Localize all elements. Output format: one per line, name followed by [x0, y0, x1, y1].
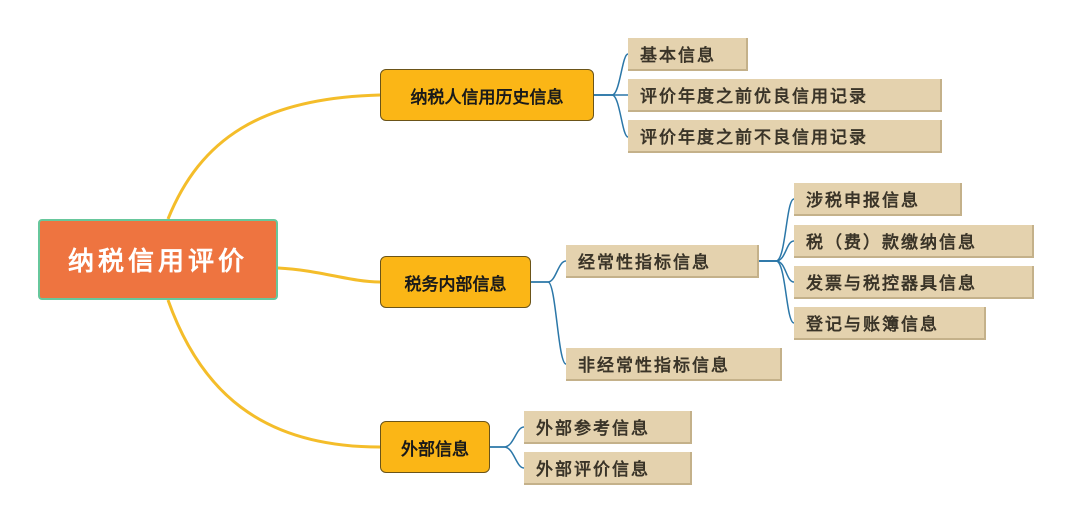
connector-b1-leaf-1: [594, 53, 629, 96]
branch-external-info: 外部信息: [380, 421, 490, 473]
sub-regular-indicators: 经常性指标信息: [566, 245, 759, 278]
sub-irregular-indicators: 非经常性指标信息: [566, 348, 782, 381]
leaf-external-reference-info: 外部参考信息: [524, 411, 692, 444]
connector-sub-leaf-4: [759, 260, 795, 324]
leaf-good-credit-record: 评价年度之前优良信用记录: [628, 79, 942, 112]
connector-root-branch-2: [277, 266, 381, 284]
leaf-registration-ledger-info: 登记与账簿信息: [794, 307, 986, 340]
branch-taxpayer-credit-history: 纳税人信用历史信息: [380, 69, 594, 121]
root-node: 纳税信用评价: [38, 219, 278, 300]
connector-b1-leaf-3: [594, 94, 629, 138]
leaf-bad-credit-record: 评价年度之前不良信用记录: [628, 120, 942, 153]
connector-sub-leaf-3: [759, 260, 795, 283]
connector-b3-leaf-1: [490, 426, 525, 448]
leaf-external-evaluation-info: 外部评价信息: [524, 452, 692, 485]
connector-root-branch-1: [166, 93, 381, 220]
connector-sub-leaf-2: [759, 240, 795, 262]
connector-root-branch-3: [166, 299, 381, 449]
leaf-tax-declaration-info: 涉税申报信息: [794, 183, 962, 216]
leaf-invoice-device-info: 发票与税控器具信息: [794, 266, 1034, 299]
connector-b2-sub-2: [531, 281, 567, 365]
connector-sub-leaf-1: [759, 198, 795, 262]
connector-b3-leaf-2: [490, 446, 525, 469]
leaf-tax-payment-info: 税（费）款缴纳信息: [794, 225, 1034, 258]
connector-b2-sub-1: [531, 260, 567, 283]
branch-tax-internal-info: 税务内部信息: [380, 256, 531, 308]
leaf-basic-info: 基本信息: [628, 38, 748, 71]
